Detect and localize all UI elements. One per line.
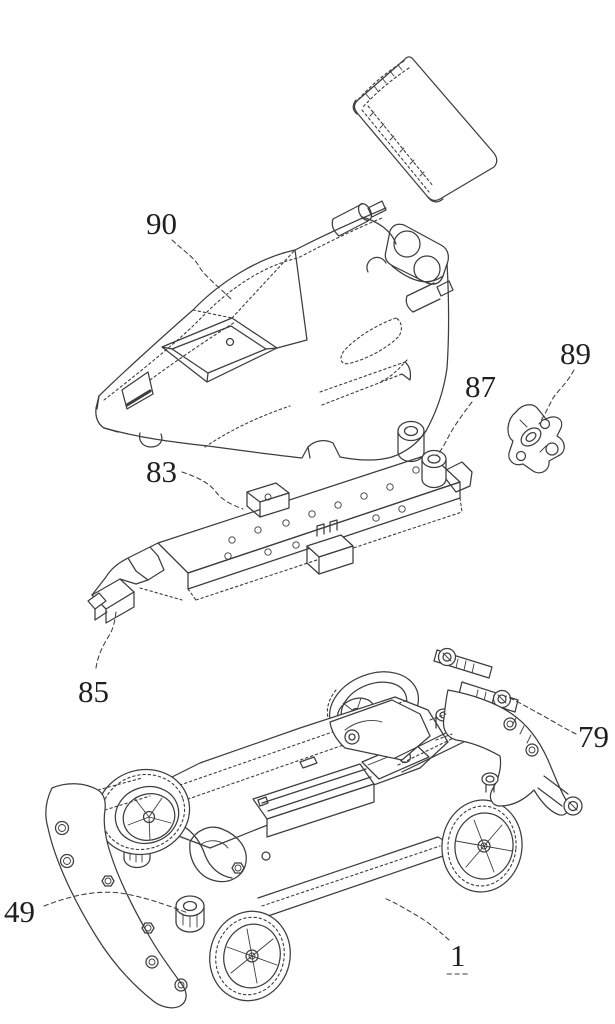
part-label-85: 85 [78,674,109,709]
plate-holes [224,466,420,560]
front-bumper [45,777,188,1009]
part-label-1: 1 [450,938,466,973]
front-nose-arm [87,542,183,624]
body-shell [95,200,454,461]
leader-49 [43,891,189,914]
part-label-79: 79 [578,719,609,754]
part-label-83: 83 [146,454,177,489]
front-right-wheel [209,910,291,1002]
front-left-wheel [95,768,191,856]
leader-87 [436,401,473,456]
leader-lines [43,239,577,941]
leader-1 [383,897,450,941]
leader-89 [538,369,575,425]
wing-panel [352,56,498,203]
part-labels: 90 89 87 83 85 79 49 1 [4,206,609,975]
roller-cylinders-87 [397,420,473,493]
leader-85 [95,611,117,669]
part-label-87: 87 [465,369,496,404]
rear-stay [429,647,583,816]
leader-79 [505,695,577,735]
part-label-49: 49 [4,894,35,929]
chassis-plate [87,420,473,624]
leader-90 [171,239,233,301]
leader-83 [181,471,244,510]
small-bracket [507,404,565,474]
rear-right-wheel [441,799,523,893]
part-label-89: 89 [560,336,591,371]
part-label-90: 90 [146,206,177,241]
terminal-block [306,519,354,575]
plate-block [246,482,290,518]
front-roller [175,895,205,933]
chassis-assembly [45,647,583,1009]
